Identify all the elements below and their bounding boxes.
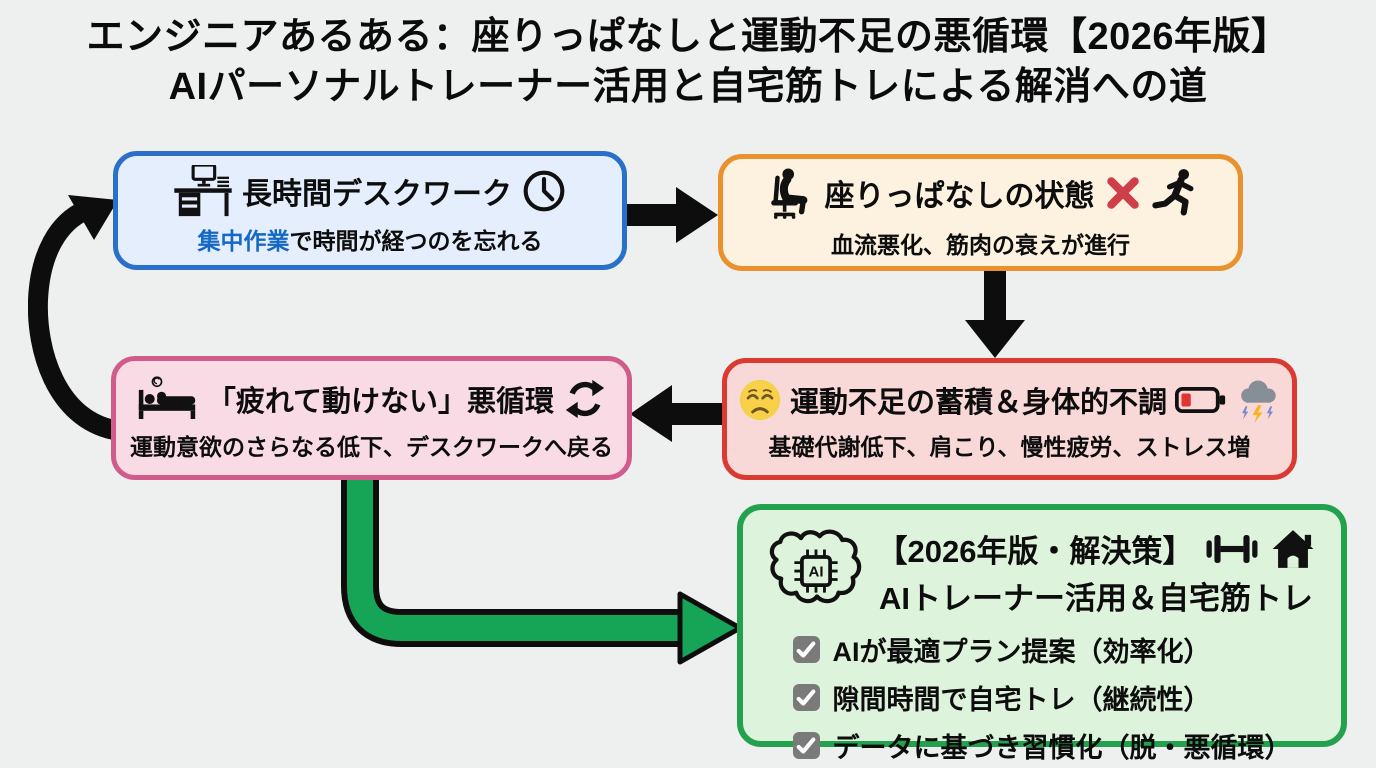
deskwork-title: 長時間デスクワーク xyxy=(242,178,512,211)
runner-icon xyxy=(1151,168,1197,218)
ai-brain-icon: AI xyxy=(769,528,863,616)
sitting-person-icon xyxy=(765,165,815,221)
house-icon xyxy=(1271,528,1315,570)
deskwork-subtitle: 集中作業で時間が経つのを忘れる xyxy=(198,222,543,256)
arrow-accumulation-to-fatigue xyxy=(630,385,724,443)
solution-title-row1: 【2026年版・解決策】 xyxy=(877,526,1316,571)
fatigue-title-row: 「疲れて動けない」悪循環 xyxy=(137,375,606,423)
dumbbell-icon xyxy=(1203,531,1261,567)
flow-box-accumulation: 運動不足の蓄積＆身体的不調 xyxy=(722,358,1297,480)
desk-icon xyxy=(174,165,232,217)
red-cross-icon xyxy=(1105,175,1141,211)
deskwork-subtitle-rest: で時間が経つのを忘れる xyxy=(289,228,543,254)
arrow-deskwork-to-sitting xyxy=(624,185,720,245)
checklist-item-label: 隙間時間で自宅トレ（継続性） xyxy=(832,685,1211,715)
accumulation-subtitle: 基礎代謝低下、肩こり、慢性疲労、ストレス増 xyxy=(768,433,1251,460)
refresh-cycle-icon xyxy=(564,378,606,420)
low-battery-icon xyxy=(1175,385,1227,415)
fatigue-title: 「疲れて動けない」悪循環 xyxy=(206,385,555,418)
weary-face-icon xyxy=(738,378,782,422)
deskwork-subtitle-highlight: 集中作業 xyxy=(197,228,290,254)
flow-box-fatigue: 「疲れて動けない」悪循環 運動意欲のさらなる低下、デスクワークへ戻る xyxy=(111,356,632,480)
checklist-item: AIが最適プラン提案（効率化） xyxy=(792,630,1211,669)
flow-box-deskwork: 長時間デスクワーク 集中作業で時間が経つのを忘れる xyxy=(113,151,627,270)
solution-title-line2: AIトレーナー活用＆自宅筋トレ xyxy=(879,581,1313,616)
solution-header: AI 【2026年版・解決策】 xyxy=(769,526,1316,618)
flow-box-solution: AI 【2026年版・解決策】 xyxy=(737,504,1347,763)
clock-icon xyxy=(522,169,566,213)
checkbox-icon xyxy=(792,636,820,663)
checkbox-icon xyxy=(792,732,820,759)
accumulation-title-row: 運動不足の蓄積＆身体的不調 xyxy=(738,377,1281,423)
checklist-item: 隙間時間で自宅トレ（継続性） xyxy=(792,678,1211,717)
arrow-fatigue-to-solution xyxy=(326,476,748,668)
solution-title-line1: 【2026年版・解決策】 xyxy=(876,534,1194,569)
page-title-line1: エンジニアあるある：座りっぱなしと運動不足の悪循環【2026年版】 xyxy=(86,16,1290,58)
svg-text:AI: AI xyxy=(808,564,823,581)
solution-titles: 【2026年版・解決策】 xyxy=(877,526,1316,618)
arrow-sitting-to-accumulation xyxy=(963,270,1027,360)
deskwork-title-row: 長時間デスクワーク xyxy=(174,165,566,217)
checklist-item-label: データに基づき習慣化（脱・悪循環） xyxy=(832,733,1292,763)
page-title-line2: AIパーソナルトレーナー活用と自宅筋トレによる解消への道 xyxy=(168,66,1208,109)
flow-box-sitting: 座りっぱなしの状態 血流悪化、筋肉の衰えが進行 xyxy=(718,154,1243,271)
accumulation-title: 運動不足の蓄積＆身体的不調 xyxy=(789,386,1167,419)
storm-cloud-icon xyxy=(1235,377,1281,423)
fatigue-subtitle: 運動意欲のさらなる低下、デスクワークへ戻る xyxy=(130,433,613,460)
solution-checklist: AIが最適プラン提案（効率化） 隙間時間で自宅トレ（継続性） データに基づき習慣… xyxy=(792,630,1292,765)
arrow-fatigue-to-deskwork-cycle xyxy=(27,182,140,444)
sitting-subtitle: 血流悪化、筋肉の衰えが進行 xyxy=(831,232,1130,258)
checklist-item-label: AIが最適プラン提案（効率化） xyxy=(832,637,1211,667)
checkbox-icon xyxy=(792,684,820,711)
sitting-title: 座りっぱなしの状態 xyxy=(824,180,1095,213)
sitting-title-row: 座りっぱなしの状態 xyxy=(765,165,1197,221)
bed-icon xyxy=(137,375,197,423)
page-title: エンジニアあるある：座りっぱなしと運動不足の悪循環【2026年版】 AIパーソナ… xyxy=(0,12,1376,112)
checklist-item: データに基づき習慣化（脱・悪循環） xyxy=(792,726,1292,765)
